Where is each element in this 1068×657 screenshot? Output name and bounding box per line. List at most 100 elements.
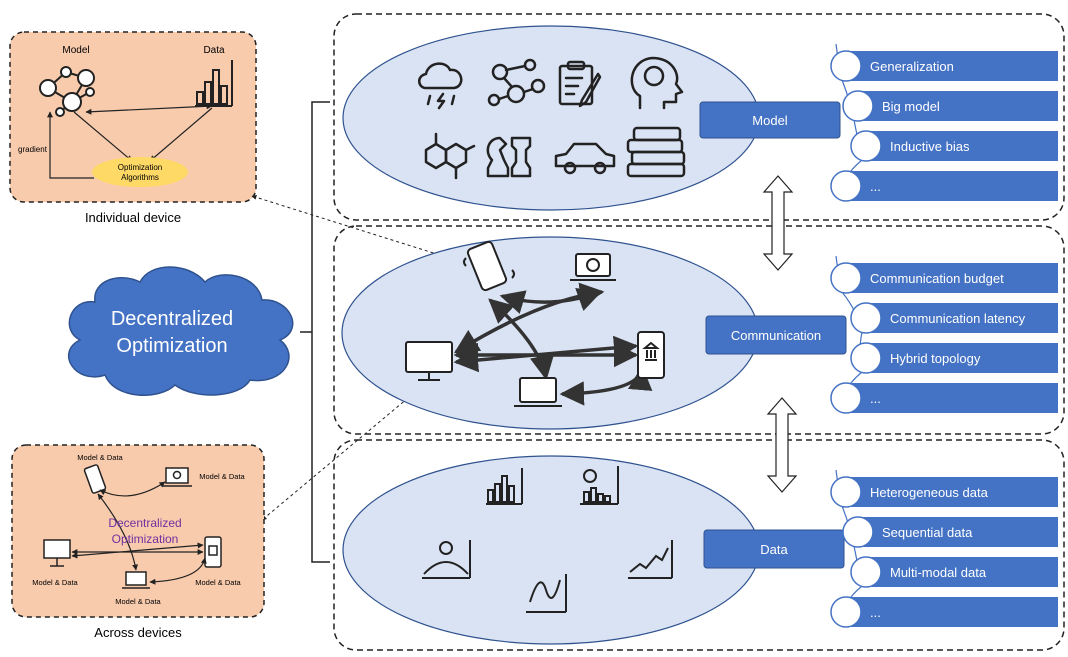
molecule-network-icon <box>487 58 546 107</box>
communication-item-bar <box>866 303 1058 333</box>
communication-item-bullet <box>850 302 882 334</box>
optimizer-ellipse <box>92 157 188 187</box>
model-item-label: Inductive bias <box>890 139 970 154</box>
clipboard-icon <box>558 60 602 108</box>
model-item-bullet <box>850 130 882 162</box>
communication-item-label: ... <box>870 391 881 406</box>
data-item-bullet <box>830 596 862 628</box>
curve-gear-icon <box>422 540 471 579</box>
model-item-bullet <box>842 90 874 122</box>
hexagon-molecule-icon <box>424 132 476 180</box>
model-item-bar <box>846 51 1058 81</box>
communication-item-label: Communication budget <box>870 271 1004 286</box>
data-item-label: Multi-modal data <box>890 565 987 580</box>
communication-item-bullet <box>850 342 882 374</box>
communication-section-box <box>333 225 1065 435</box>
model-item-bullet <box>830 50 862 82</box>
model-section-box <box>333 13 1065 221</box>
svg-text:Communication: Communication <box>731 328 821 343</box>
across-center-line1: Decentralized <box>108 516 181 530</box>
across-devices-panel: Decentralized Optimization Model & Data … <box>11 444 265 640</box>
rain-cloud-icon <box>418 62 463 110</box>
model-item-label: Big model <box>882 99 940 114</box>
data-item-bullet <box>850 556 882 588</box>
small-tablet-icon <box>204 536 222 568</box>
brain-head-icon <box>630 56 684 110</box>
data-ellipse <box>342 455 760 645</box>
communication-item-bullet <box>830 262 862 294</box>
data-item-label: Sequential data <box>882 525 973 540</box>
model-item-bar <box>858 91 1058 121</box>
model-comm-arrow <box>762 175 794 271</box>
small-laptop-icon <box>162 467 192 487</box>
model-item-label: ... <box>870 179 881 194</box>
bar-chart-gear-icon <box>580 466 619 505</box>
data-item-bullet <box>842 516 874 548</box>
laptop-globe-icon <box>570 253 616 281</box>
laptop-icon <box>514 377 562 407</box>
model-network-icon <box>39 66 95 117</box>
bar-chart-icon <box>486 468 523 505</box>
svg-text:Model: Model <box>752 113 788 128</box>
communication-item-bar <box>866 343 1058 373</box>
svg-text:Data: Data <box>760 542 788 557</box>
data-item-label: Heterogeneous data <box>870 485 989 500</box>
individual-device-panel: Model Data <box>9 31 257 225</box>
node-label-tablet: Model & Data <box>195 578 241 587</box>
model-item-bar <box>846 171 1058 201</box>
cloud-line1: Decentralized <box>111 308 233 330</box>
tablet-bank-icon <box>637 331 665 379</box>
model-ellipse <box>342 25 760 211</box>
communication-item-label: Communication latency <box>890 311 1026 326</box>
individual-device-caption: Individual device <box>85 210 181 225</box>
data-section-box <box>333 439 1065 651</box>
small-arrows <box>71 481 207 585</box>
model-item-bullet <box>830 170 862 202</box>
communication-item-bullet <box>830 382 862 414</box>
data-item-label: ... <box>870 605 881 620</box>
node-label-phone: Model & Data <box>77 453 123 462</box>
books-stack-icon <box>626 126 686 178</box>
car-icon <box>554 142 616 175</box>
gradient-label: gradient <box>18 145 48 154</box>
node-label-monitor: Model & Data <box>32 578 78 587</box>
data-item-bar <box>846 477 1058 507</box>
communication-item-bar <box>846 383 1058 413</box>
decentralized-optimization-cloud: Decentralized Optimization <box>67 266 294 396</box>
connector-individual <box>251 194 463 263</box>
chess-pieces-icon <box>486 136 532 178</box>
data-label-box: Data <box>703 529 845 569</box>
communication-label-box: Communication <box>705 315 847 355</box>
small-monitor-icon <box>43 539 71 567</box>
optimizer-line2: Algorithms <box>121 173 159 182</box>
small-laptop2-icon <box>122 571 150 589</box>
connector-across <box>261 397 409 521</box>
node-label-laptop: Model & Data <box>199 472 245 481</box>
communication-item-bar <box>846 263 1058 293</box>
model-label: Model <box>62 45 89 56</box>
phone-icon <box>463 240 515 292</box>
model-item-bar <box>866 131 1058 161</box>
comm-arrows <box>453 282 653 406</box>
brace <box>300 101 330 563</box>
data-item-bar <box>846 597 1058 627</box>
across-center-line2: Optimization <box>112 532 179 546</box>
across-devices-caption: Across devices <box>94 625 182 640</box>
data-item-bullet <box>830 476 862 508</box>
wave-icon <box>526 574 567 613</box>
optimizer-line1: Optimization <box>118 163 162 172</box>
data-item-bar <box>866 557 1058 587</box>
data-item-bar <box>858 517 1058 547</box>
node-label-laptop2: Model & Data <box>115 597 161 606</box>
comm-data-arrow <box>766 397 798 493</box>
model-label-box: Model <box>699 101 841 139</box>
communication-item-label: Hybrid topology <box>890 351 981 366</box>
cloud-line2: Optimization <box>116 335 227 357</box>
monitor-icon <box>405 341 453 381</box>
model-item-label: Generalization <box>870 59 954 74</box>
